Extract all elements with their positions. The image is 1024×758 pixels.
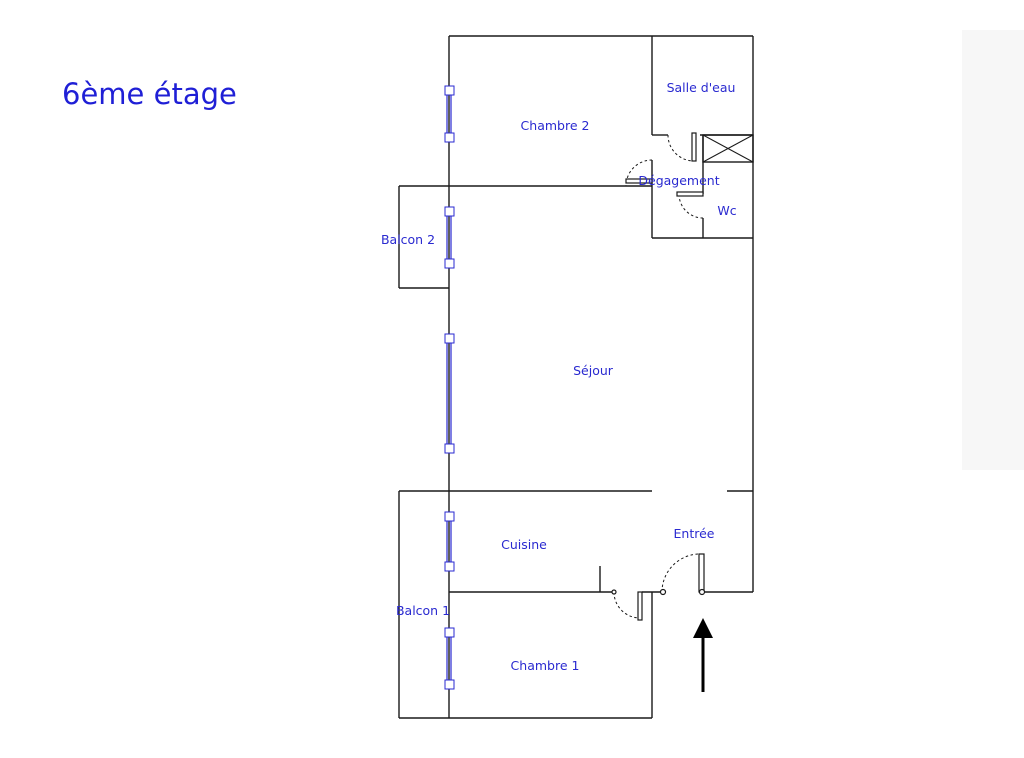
room-label-chambre-2: Chambre 2 [521, 118, 590, 133]
room-label-cuisine: Cuisine [501, 537, 547, 552]
room-label-entree: Entrée [674, 526, 715, 541]
interior-walls [399, 36, 753, 593]
room-label-wc: Wc [717, 203, 736, 218]
room-label-chambre-1: Chambre 1 [511, 658, 580, 673]
floor-title: 6ème étage [62, 77, 237, 111]
room-label-sejour: Séjour [573, 363, 614, 378]
doors [611, 132, 706, 621]
arrow-up-icon [693, 618, 713, 692]
background-shadow [962, 30, 1024, 470]
room-label-balcon-1: Balcon 1 [396, 603, 450, 618]
service-shaft [702, 134, 754, 163]
windows [444, 85, 455, 690]
balconies [398, 185, 449, 719]
room-label-balcon-2: Balcon 2 [381, 232, 435, 247]
room-label-salle-deau: Salle d'eau [667, 80, 736, 95]
room-label-degagement: Dégagement [638, 173, 719, 188]
